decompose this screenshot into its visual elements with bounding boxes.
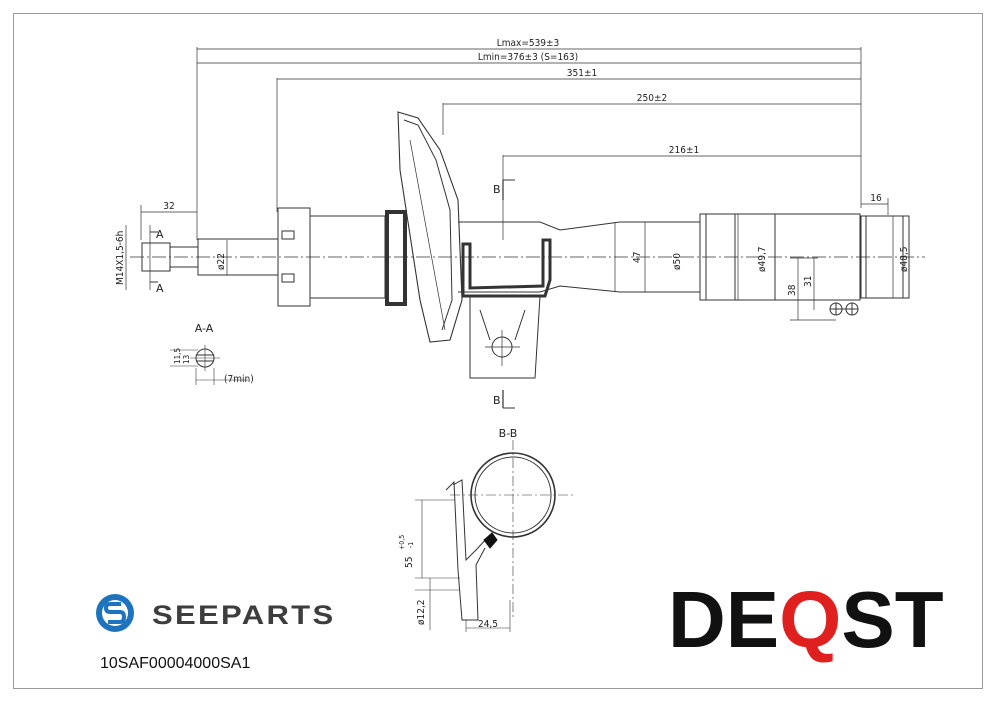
part-number: 10SAF00004000SA1 <box>100 655 251 672</box>
dim-thread: M14X1,5-6h <box>115 231 126 285</box>
dim-dia49-7: ø49,7 <box>757 246 768 272</box>
dim-351: 351±1 <box>567 68 597 79</box>
section-b-bottom-mark: B <box>493 394 501 407</box>
section-a-a-label: A-A <box>195 322 214 335</box>
dim-16: 16 <box>870 193 882 204</box>
dim-47: 47 <box>632 252 643 263</box>
deqst-logo: DEQST <box>668 580 944 660</box>
dim-tol-top: 11,5 <box>173 348 182 364</box>
dim-31: 31 <box>803 276 814 287</box>
dim-lmax: Lmax=539±3 <box>497 38 560 49</box>
deqst-logo-part-1: DE <box>668 575 780 664</box>
deqst-logo-part-2: ST <box>841 575 944 664</box>
dim-38: 38 <box>787 284 798 296</box>
dim-tol-bottom: 13 <box>182 355 191 364</box>
dim-55: 55 <box>404 557 415 568</box>
dim-lmin: Lmin=376±3 (S=163) <box>478 52 578 63</box>
dim-32: 32 <box>163 201 174 212</box>
section-a-bottom-mark: A <box>156 282 164 295</box>
dim-dia50: ø50 <box>672 253 683 270</box>
drawing-frame <box>13 13 983 689</box>
dim-55-tol: +0,5 <box>398 535 406 550</box>
dim-216: 216±1 <box>669 145 699 156</box>
dim-24-5: 24,5 <box>478 619 498 630</box>
section-b-b-label: B-B <box>499 427 518 440</box>
dim-55-tol2: -1 <box>407 542 415 548</box>
dim-dia48-5: ø48,5 <box>899 246 910 272</box>
dim-dia22: ø22 <box>216 253 227 270</box>
seeparts-brand-name: SEEPARTS <box>152 600 336 630</box>
dim-7min: (7min) <box>224 374 254 385</box>
seeparts-logo-icon <box>96 594 134 632</box>
dim-dia12-2: ø12,2 <box>416 599 427 625</box>
dim-250: 250±2 <box>637 93 667 104</box>
section-a-top-mark: A <box>156 228 164 241</box>
section-b-top-mark: B <box>493 183 501 196</box>
deqst-logo-q: Q <box>779 575 842 664</box>
